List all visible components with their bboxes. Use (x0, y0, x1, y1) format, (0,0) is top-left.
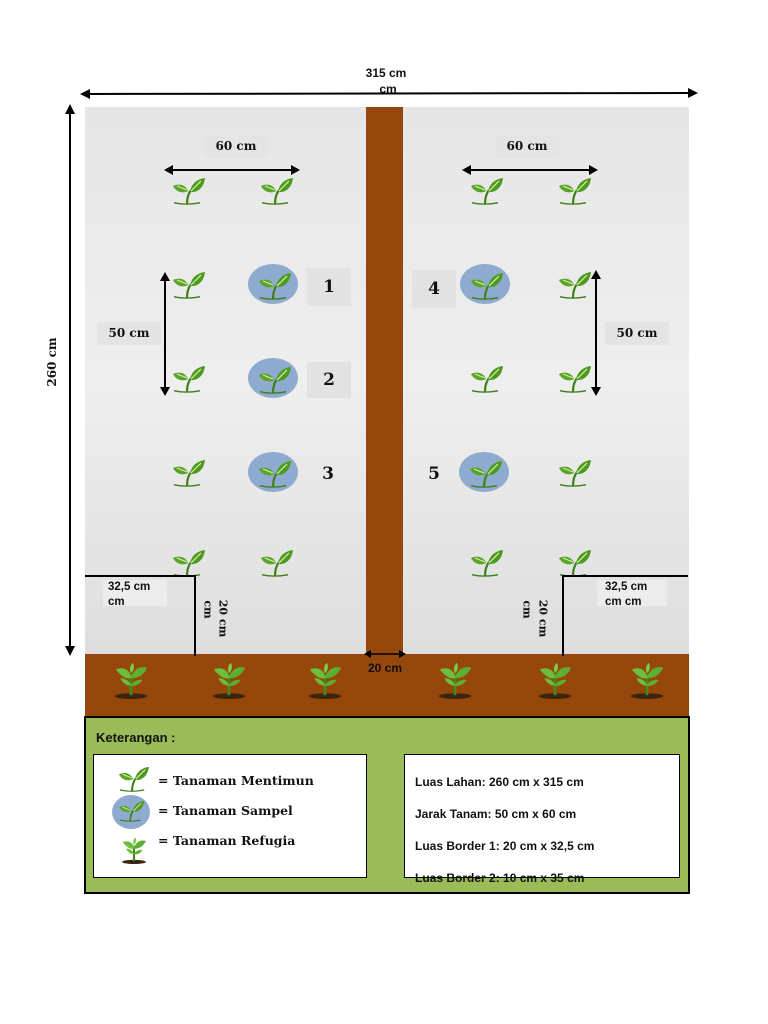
border-left-label-bg (103, 580, 167, 606)
border-right-width-label: 32,5 cm (605, 581, 648, 593)
border-left-height-label: 20 cm (216, 599, 230, 638)
sample-plant-icon (256, 459, 292, 489)
legend-item-sample: = Tanaman Sampel (158, 803, 293, 818)
refugia-plant-icon (120, 835, 148, 865)
sample-plant-icon (256, 365, 292, 395)
sample-number-4: 4 (412, 270, 456, 308)
refugia-plant-icon (536, 660, 574, 700)
refugia-plant-icon (306, 660, 344, 700)
border-right-label-bg (597, 580, 667, 606)
info-land-area: Luas Lahan: 260 cm x 315 cm (415, 775, 584, 789)
border-left-width-label: 32,5 cm (108, 581, 151, 593)
refugia-plant-icon (210, 660, 248, 700)
sample-plant-icon (256, 271, 292, 301)
cucumber-plant-icon (170, 176, 206, 206)
cucumber-plant-icon (556, 458, 592, 488)
width-label: 315 cm (365, 66, 407, 80)
height-arrow (65, 104, 75, 656)
info-border-2: Luas Border 2: 10 cm x 35 cm (415, 871, 585, 885)
cucumber-plant-icon (170, 364, 206, 394)
cucumber-plant-icon (468, 548, 504, 578)
cucumber-plant-icon (468, 176, 504, 206)
spacing-right-arrow (462, 165, 598, 175)
border-right-height-label: 20 cm (536, 599, 550, 638)
info-plant-spacing: Jarak Tanam: 50 cm x 60 cm (415, 807, 577, 821)
cucumber-plant-icon (556, 176, 592, 206)
border-left-width-unit: cm (108, 596, 125, 608)
border-right-outline (562, 575, 688, 656)
legend-panel: Keterangan : = Tanaman Mentimun = Tanama… (84, 716, 690, 894)
sample-number-1: 1 (307, 268, 351, 306)
path-width-arrow (364, 650, 406, 658)
center-path (366, 107, 403, 655)
border-right-height-unit: cm (520, 600, 534, 619)
spacing-left-label: 60 cm (204, 135, 268, 158)
row-right-label: 50 cm (605, 322, 669, 345)
cucumber-plant-icon (258, 548, 294, 578)
sample-plant-icon (467, 459, 503, 489)
sample-number-3: 3 (322, 464, 334, 484)
border-right-width-unit: cm cm (605, 596, 642, 608)
spacing-left-arrow (164, 165, 300, 175)
border-strip (85, 654, 689, 717)
right-plot (402, 107, 689, 655)
cucumber-plant-icon (258, 176, 294, 206)
sample-circle (112, 795, 150, 829)
sample-number-2: 2 (307, 362, 351, 398)
row-left-label: 50 cm (97, 322, 161, 345)
legend-title: Keterangan : (96, 730, 176, 745)
cucumber-plant-icon (468, 364, 504, 394)
cucumber-plant-icon (170, 458, 206, 488)
cucumber-plant-icon (556, 270, 592, 300)
width-arrow (80, 88, 698, 99)
refugia-plant-icon (112, 660, 150, 700)
spacing-right-label: 60 cm (495, 135, 559, 158)
refugia-plant-icon (436, 660, 474, 700)
cucumber-plant-icon (116, 765, 150, 793)
legend-item-refugia: = Tanaman Refugia (158, 833, 296, 848)
height-label: 260 cm (45, 337, 59, 387)
row-right-arrow (591, 270, 601, 396)
refugia-plant-icon (628, 660, 666, 700)
info-box: Luas Lahan: 260 cm x 315 cm Jarak Tanam:… (404, 754, 680, 885)
legend-box: = Tanaman Mentimun = Tanaman Sampel = Ta… (93, 754, 367, 878)
cucumber-plant-icon (170, 270, 206, 300)
path-width-label: 20 cm (367, 661, 403, 675)
legend-item-cucumber: = Tanaman Mentimun (158, 773, 314, 788)
sample-plant-icon (117, 799, 145, 823)
sample-plant-icon (468, 271, 504, 301)
sample-number-5: 5 (428, 464, 440, 484)
border-left-height-unit: cm (201, 600, 215, 619)
border-left-outline (85, 575, 196, 656)
cucumber-plant-icon (556, 364, 592, 394)
info-border-1: Luas Border 1: 20 cm x 32,5 cm (415, 839, 595, 853)
row-left-arrow (160, 272, 170, 396)
